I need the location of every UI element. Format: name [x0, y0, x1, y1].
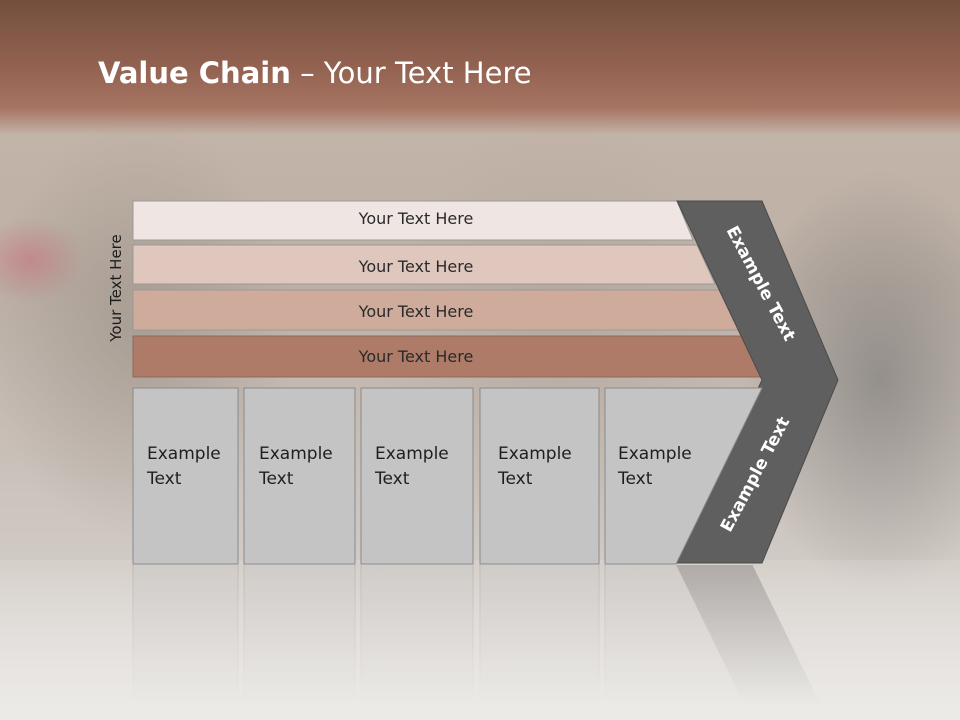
activity-box-1 — [132, 387, 239, 565]
activity-box-3 — [360, 387, 474, 565]
title-bold: Value Chain — [98, 56, 291, 90]
bar-4-label: Your Text Here — [358, 347, 474, 366]
box-3-line1: Example — [375, 444, 449, 464]
slide-title: Value Chain – Your Text Here — [98, 56, 532, 90]
box-5-line2: Text — [617, 469, 653, 489]
activity-box-4 — [479, 387, 600, 565]
box-1-line2: Text — [146, 469, 182, 489]
activity-box-2 — [243, 387, 356, 565]
bar-3-label: Your Text Here — [358, 302, 474, 321]
activity-box-5 — [604, 387, 763, 565]
box-2-text: Example Text — [258, 444, 338, 489]
bar-1 — [132, 200, 694, 241]
bar-2 — [132, 244, 716, 285]
chevron-arrow — [675, 200, 839, 564]
box-5-line1: Example — [618, 444, 692, 464]
box-4-line2: Text — [497, 469, 533, 489]
box-4-line1: Example — [498, 444, 572, 464]
title-rest: – Your Text Here — [290, 56, 532, 90]
bar-1-label: Your Text Here — [358, 209, 474, 228]
box-5-text: Example Text — [617, 444, 697, 489]
title-band — [0, 0, 960, 135]
box-3-text: Example Text — [374, 444, 454, 489]
box-2-line1: Example — [259, 444, 333, 464]
bar-2-label: Your Text Here — [358, 257, 474, 276]
box-4-text: Example Text — [497, 444, 577, 489]
box-3-line2: Text — [374, 469, 410, 489]
diagram-reflection — [132, 563, 829, 720]
box-1-text: Example Text — [146, 444, 226, 489]
box-2-line2: Text — [258, 469, 294, 489]
box-1-line1: Example — [147, 444, 221, 464]
